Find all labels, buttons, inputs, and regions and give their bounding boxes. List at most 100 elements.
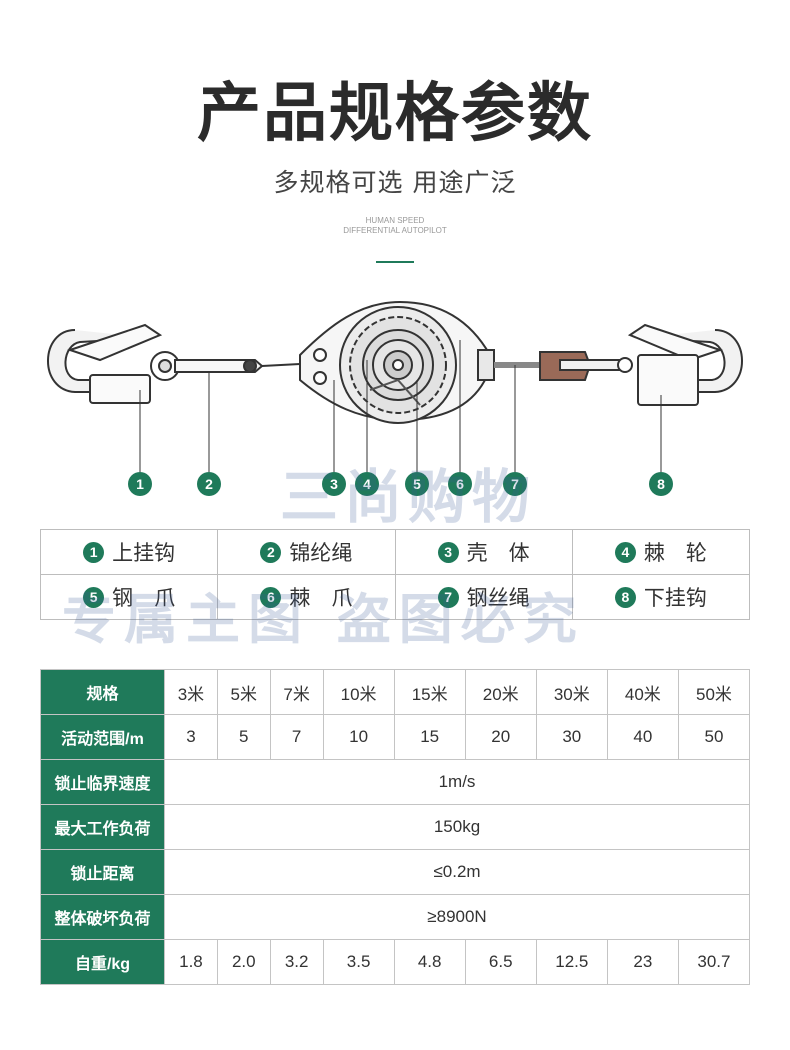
product-diagram: 1 2 3 4 5 6 7 8 [47, 300, 743, 496]
spec-row-max-load: 最大工作负荷 150kg [40, 804, 750, 850]
spec-row-label: 整体破坏负荷 [40, 894, 165, 940]
part-label: 上挂钩 [112, 541, 176, 565]
part-number-badge: 3 [437, 541, 459, 563]
spec-row-label: 锁止距离 [40, 849, 165, 895]
part-number-badge: 1 [83, 541, 105, 563]
spec-value: ≤0.2m [164, 849, 750, 895]
part-cell: 8 下挂钩 [571, 574, 751, 620]
spec-row-label: 活动范围/m [40, 714, 165, 760]
spec-cell: 5 [216, 714, 271, 760]
part-label: 钢 爪 [112, 586, 176, 610]
part-label: 棘 爪 [289, 586, 353, 610]
nylon-strap-shape [174, 359, 264, 373]
callout-badge [322, 472, 346, 496]
upper-hook-body [89, 374, 151, 404]
english-line-1: HUMAN SPEED [365, 216, 425, 225]
parts-row: 5 钢 爪 6 棘 爪 7 钢丝绳 8 下挂钩 [39, 574, 751, 620]
spec-cell: 20米 [464, 669, 537, 715]
spec-cell: 7米 [269, 669, 324, 715]
part-label: 下挂钩 [643, 586, 707, 610]
part-cell: 5 钢 爪 [39, 574, 219, 620]
spec-cell: 4.8 [393, 939, 466, 985]
callout-number: 6 [456, 476, 464, 492]
callout-badge [405, 472, 429, 496]
spec-row-label: 自重/kg [40, 939, 165, 985]
spec-cell: 3.5 [322, 939, 395, 985]
callout-number: 2 [205, 476, 213, 492]
spec-cell: 30米 [535, 669, 608, 715]
callout-badge [649, 472, 673, 496]
callout-number: 8 [657, 476, 665, 492]
spec-row-lock-distance: 锁止距离 ≤0.2m [40, 849, 750, 895]
part-number-badge: 7 [437, 586, 459, 608]
spec-cell: 1.8 [164, 939, 218, 985]
lower-hook-body [637, 354, 699, 406]
callout-badge [128, 472, 152, 496]
spec-cell: 7 [269, 714, 324, 760]
callout-number: 1 [136, 476, 144, 492]
part-number-badge: 8 [614, 586, 636, 608]
copyright-watermark: 专属主图 盗图必究 [62, 588, 585, 651]
spec-cell: 30 [535, 714, 608, 760]
part-label: 棘 轮 [643, 541, 707, 565]
spec-value: ≥8900N [164, 894, 750, 940]
callout-number: 5 [413, 476, 421, 492]
spec-cell: 50 [677, 714, 751, 760]
page-subtitle: 多规格可选 用途广泛 [273, 168, 517, 197]
spec-cell: 6.5 [464, 939, 537, 985]
spec-cell: 3 [164, 714, 218, 760]
spec-cell: 40米 [606, 669, 679, 715]
english-line-2: DIFFERENTIAL AUTOPILOT [343, 226, 447, 235]
parts-row: 1 上挂钩 2 锦纶绳 3 壳 体 4 棘 轮 [39, 529, 751, 575]
callout-number: 7 [511, 476, 519, 492]
spec-row-lock-speed: 锁止临界速度 1m/s [40, 759, 750, 805]
part-cell: 2 锦纶绳 [217, 529, 396, 575]
spec-cell: 20 [464, 714, 537, 760]
spec-cell: 30.7 [677, 939, 751, 985]
part-label: 钢丝绳 [466, 586, 530, 610]
spec-value: 150kg [164, 804, 750, 850]
callout-badge [197, 472, 221, 496]
callout-badge [355, 472, 379, 496]
spec-row-label: 最大工作负荷 [40, 804, 165, 850]
spec-cell: 15米 [393, 669, 466, 715]
spec-cell: 15 [393, 714, 466, 760]
spec-cell: 23 [606, 939, 679, 985]
spec-cell: 3米 [164, 669, 218, 715]
accent-divider [376, 261, 414, 263]
callout-badge [503, 472, 527, 496]
part-cell: 4 棘 轮 [571, 529, 751, 575]
spec-row-break-load: 整体破坏负荷 ≥8900N [40, 894, 750, 940]
spec-row-label: 规格 [40, 669, 165, 715]
part-label: 壳 体 [466, 541, 530, 565]
part-number-badge: 4 [614, 541, 636, 563]
part-cell: 6 棘 爪 [217, 574, 396, 620]
parts-legend-table: 1 上挂钩 2 锦纶绳 3 壳 体 4 棘 轮 5 钢 爪 6 棘 爪 7 钢丝绳 8 下挂钩 [39, 529, 751, 620]
spec-cell: 5米 [216, 669, 271, 715]
spec-cell: 2.0 [216, 939, 271, 985]
spec-value: 1m/s [164, 759, 750, 805]
part-number-badge: 2 [260, 541, 282, 563]
part-cell: 7 钢丝绳 [394, 574, 573, 620]
spec-cell: 50米 [677, 669, 751, 715]
spec-cell: 10米 [322, 669, 395, 715]
spec-row-label: 锁止临界速度 [40, 759, 165, 805]
spec-cell: 40 [606, 714, 679, 760]
spec-cell: 10 [322, 714, 395, 760]
page-title: 产品规格参数 [197, 77, 593, 151]
callout-number: 3 [330, 476, 338, 492]
part-number-badge: 6 [260, 586, 282, 608]
part-cell: 3 壳 体 [394, 529, 573, 575]
part-number-badge: 5 [83, 586, 105, 608]
part-cell: 1 上挂钩 [39, 529, 219, 575]
callout-number: 4 [363, 476, 371, 492]
part-label: 锦纶绳 [289, 541, 353, 565]
english-caption: HUMAN SPEED DIFFERENTIAL AUTOPILOT [0, 216, 790, 236]
spec-cell: 3.2 [269, 939, 324, 985]
callout-badge [448, 472, 472, 496]
brand-watermark: 三尚购物 [280, 463, 537, 531]
